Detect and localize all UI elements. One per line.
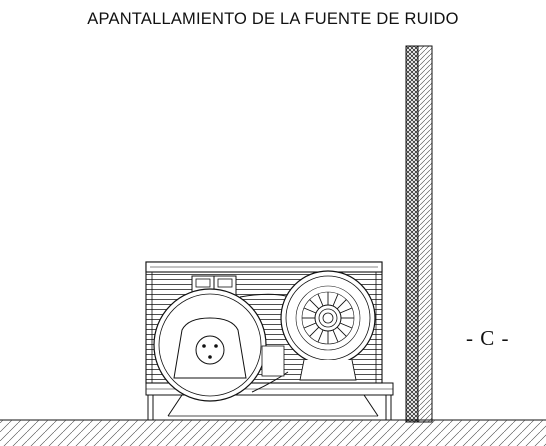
fan (280, 270, 376, 381)
diagram-title: APANTALLAMIENTO DE LA FUENTE DE RUIDO (87, 10, 459, 28)
compressor (153, 275, 267, 402)
drive-belt (239, 293, 289, 393)
noise-source-unit (145, 261, 394, 420)
ground (0, 419, 546, 446)
panel-label: - C - (466, 326, 510, 350)
acoustic-screen-wall (405, 45, 433, 423)
